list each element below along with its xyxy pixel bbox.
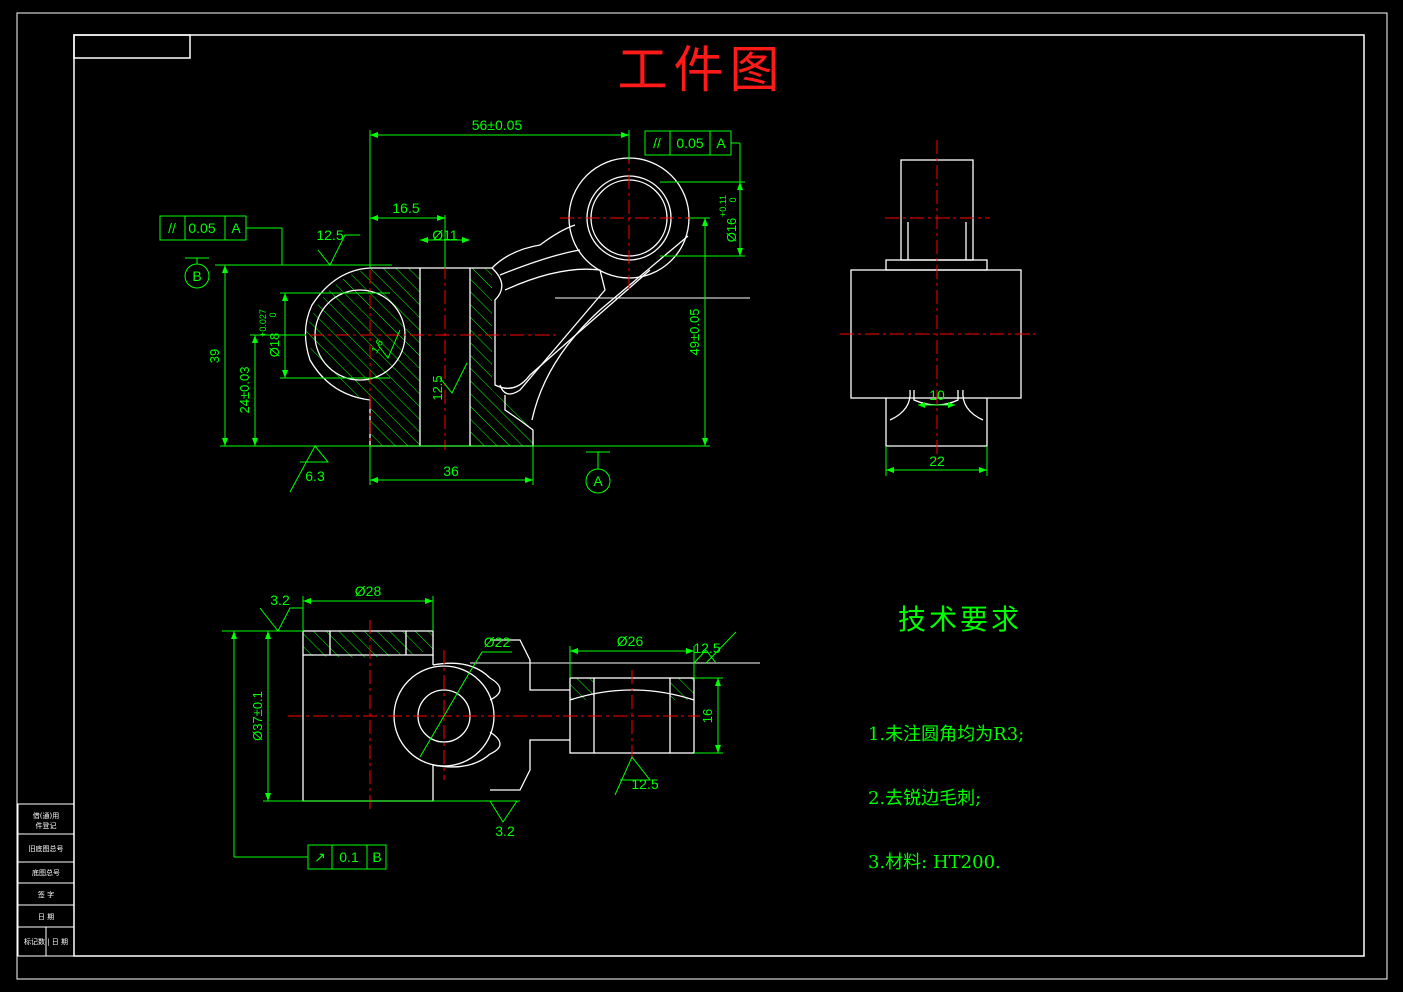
dim-phi18-tol0: 0 <box>268 312 278 317</box>
svg-text:底图总号: 底图总号 <box>32 868 60 877</box>
tech-requirement-1: 1.未注圆角均为R3; <box>868 724 1025 745</box>
fcf1-symbol: // <box>168 220 176 236</box>
fcf3-datum: B <box>372 849 381 865</box>
dim-phi18: Ø18 <box>267 333 282 358</box>
roughness-3-2-top: 3.2 <box>270 592 290 608</box>
dim-49: 49±0.05 <box>687 309 702 356</box>
svg-text:借(通)用: 借(通)用 <box>33 811 59 820</box>
dim-phi16: Ø16 <box>724 218 739 243</box>
dim-phi16-tol: +0.11 <box>718 195 728 217</box>
svg-text:签 字: 签 字 <box>38 890 54 899</box>
dim-16-5: 16.5 <box>392 200 419 216</box>
dim-phi18-tol: +0.027 <box>258 309 268 337</box>
datum-b: B <box>192 268 201 284</box>
svg-text:日 期: 日 期 <box>38 913 54 921</box>
dim-phi22: Ø22 <box>484 634 511 650</box>
dim-16: 16 <box>700 709 715 723</box>
roughness-12-5-top: 12.5 <box>316 227 343 243</box>
inner-border <box>73 34 1365 957</box>
drawing-title: 工件图 <box>617 41 786 99</box>
front-view-section-right <box>470 268 533 446</box>
fcf1-datum: A <box>231 220 241 236</box>
front-view-section-left <box>305 268 420 446</box>
roughness-6-3: 6.3 <box>305 468 325 484</box>
svg-text:标记数 | 日 期: 标记数 | 日 期 <box>24 937 68 946</box>
datum-a: A <box>593 473 603 489</box>
fcf1-value: 0.05 <box>188 220 215 236</box>
corner-box <box>73 34 191 59</box>
top-view: Ø28 Ø22 Ø26 3.2 3.2 12.5 12.5 ↗ 0.1 B 16… <box>222 583 760 870</box>
dim-56: 56±0.05 <box>472 117 523 133</box>
dim-22: 22 <box>929 453 945 469</box>
fcf3-value: 0.1 <box>339 849 359 865</box>
dim-10: 10 <box>929 387 945 403</box>
fcf2-symbol: // <box>653 135 661 151</box>
dim-39: 39 <box>207 349 222 363</box>
sidebar-table <box>17 803 75 957</box>
dim-24: 24±0.03 <box>237 367 252 414</box>
sidebar-table-text: 借(通)用 件登记 旧底图总号 底图总号 签 字 日 期 标记数 | 日 期 <box>24 811 68 946</box>
dim-37: Ø37±0.1 <box>250 691 265 741</box>
fcf2-value: 0.05 <box>676 135 703 151</box>
svg-text:件登记: 件登记 <box>36 821 57 830</box>
dim-36: 36 <box>443 463 459 479</box>
tech-requirements-title: 技术要求 <box>898 603 1023 636</box>
fcf2-datum: A <box>716 135 726 151</box>
tech-requirement-3: 3.材料: HT200. <box>868 852 1001 873</box>
outer-border <box>16 12 1388 980</box>
roughness-3-2-bottom: 3.2 <box>495 823 515 839</box>
dim-phi11: Ø11 <box>432 227 458 243</box>
tech-requirement-2: 2.去锐边毛刺; <box>868 788 982 809</box>
dim-phi28: Ø28 <box>355 583 382 599</box>
front-view: 56±0.05 16.5 Ø11 36 12.5 6.3 0.05 // A /… <box>159 117 750 494</box>
roughness-12-5-bottom: 12.5 <box>631 776 658 792</box>
fcf3-symbol: ↗ <box>314 849 326 865</box>
svg-text:旧底图总号: 旧底图总号 <box>29 844 64 853</box>
roughness-12-5-right: 12.5 <box>693 640 720 656</box>
roughness-12-5-mid: 12.5 <box>430 375 445 400</box>
dim-phi26: Ø26 <box>617 633 644 649</box>
dim-phi16-tol0: 0 <box>728 197 738 202</box>
side-view: 10 22 <box>840 140 1035 476</box>
